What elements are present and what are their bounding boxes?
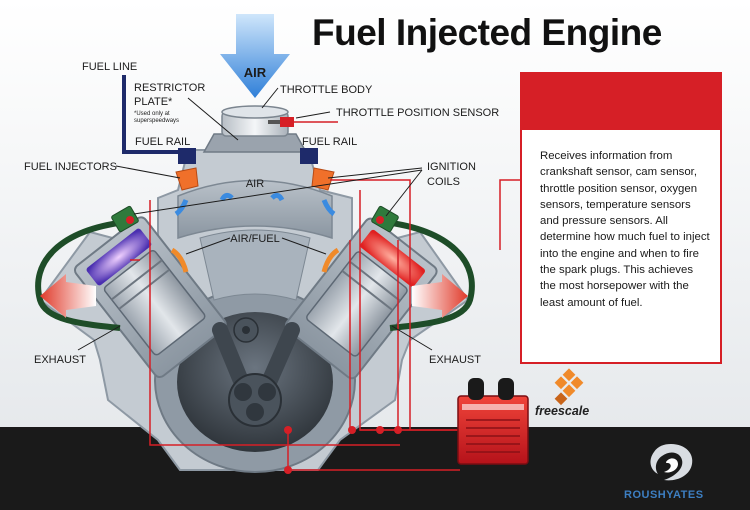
roush-yates-logo-icon — [650, 444, 693, 481]
exhaust-arrow-right — [412, 274, 468, 318]
freescale-wordmark: freescale — [535, 404, 590, 418]
label-throttle-position-sensor: THROTTLE POSITION SENSOR — [336, 107, 499, 119]
label-throttle-body: THROTTLE BODY — [280, 84, 373, 96]
right-cylinder-bank — [284, 217, 438, 380]
label-fuel-rail-left: FUEL RAIL — [135, 136, 190, 148]
air-fuel-flow-mark — [170, 247, 189, 273]
freescale-logo-icon — [554, 368, 584, 406]
ecu-unit — [457, 378, 529, 465]
label-fuel-rail-right: FUEL RAIL — [302, 136, 357, 148]
label-restrictor-note-1: *Used only at — [134, 111, 170, 117]
label-air-top: AIR — [244, 65, 267, 80]
spark-plug-wire-right — [383, 219, 475, 331]
label-ignition-coils-1: IGNITION — [427, 161, 476, 173]
page-title: Fuel Injected Engine — [312, 12, 662, 53]
label-restrictor-plate-2: PLATE* — [134, 96, 173, 108]
fuel-injector-left — [175, 167, 199, 191]
label-restrictor-plate-1: RESTRICTOR — [134, 82, 205, 94]
label-air-fuel: AIR/FUEL — [230, 233, 280, 245]
floor — [0, 427, 750, 510]
label-fuel-line: FUEL LINE — [82, 61, 137, 73]
air-flow-mark — [219, 192, 234, 202]
roush-yates-wordmark: ROUSHYATES — [624, 489, 704, 501]
exhaust-arrow-left — [40, 274, 96, 318]
sensor-nodes — [126, 119, 402, 474]
air-fuel-flow-mark — [321, 247, 340, 273]
fuel-line — [122, 75, 190, 154]
label-air-intake: AIR — [246, 178, 264, 190]
spark-plug-wire-left — [35, 219, 127, 331]
label-exhaust-right: EXHAUST — [429, 354, 481, 366]
label-ignition-coils-2: COILS — [427, 176, 460, 188]
ecu-info-panel: Receives information from crankshaft sen… — [520, 72, 722, 364]
fuel-rail-right — [300, 148, 318, 164]
leader-lines — [77, 87, 433, 351]
air-flow-mark — [270, 192, 285, 202]
fuel-rail-left — [178, 148, 196, 164]
ecu-info-header — [522, 74, 720, 130]
air-intake-arrow — [220, 14, 290, 98]
air-flow-mark — [321, 199, 336, 217]
label-exhaust-left: EXHAUST — [34, 354, 86, 366]
air-flow-mark — [174, 199, 189, 217]
crankshaft — [212, 317, 300, 427]
ecu-description: Receives information from crankshaft sen… — [540, 150, 710, 309]
label-fuel-injectors: FUEL INJECTORS — [24, 161, 117, 173]
label-restrictor-note-2: superspeedways — [134, 118, 179, 124]
